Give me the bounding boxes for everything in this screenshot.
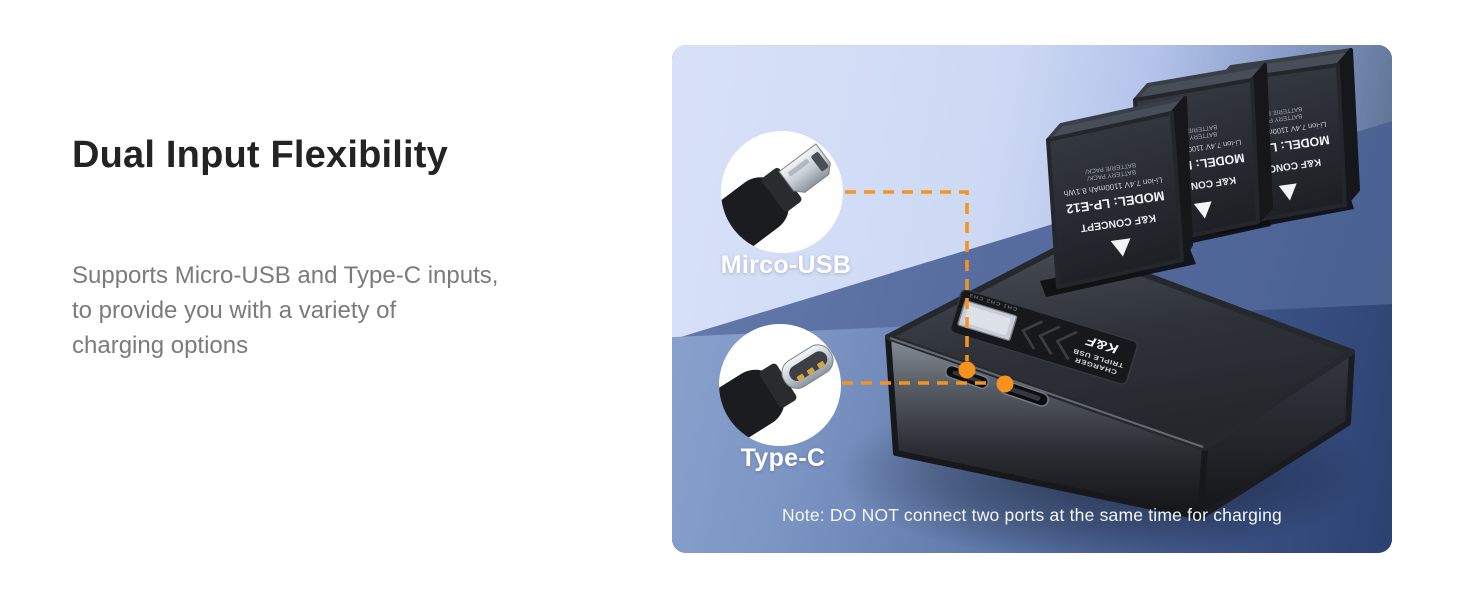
charger-sticker: CHARGER TRIPLE USB K&F CH1 CH2 CH3 xyxy=(949,289,1139,385)
callout-connectors xyxy=(842,190,994,385)
type-c-label: Type-C xyxy=(740,444,826,472)
page-title: Dual Input Flexibility xyxy=(72,134,448,176)
lcd-display xyxy=(957,300,1018,341)
micro-usb-port-dot xyxy=(958,361,976,379)
charger-front-edge-highlight xyxy=(889,337,1204,448)
hero-description-line-3: charging options xyxy=(72,332,249,359)
hero-description: Supports Micro-USB and Type-C inputs, to… xyxy=(72,258,652,363)
type-c-connector-icon xyxy=(719,344,834,446)
type-c-callout xyxy=(719,324,841,446)
battery-orientation-arrow xyxy=(1193,201,1212,219)
charger-body: CHARGER TRIPLE USB K&F CH1 CH2 CH3 xyxy=(885,196,1355,520)
sticker-chevron-pattern xyxy=(1021,320,1078,360)
product-illustration: CHARGER TRIPLE USB K&F CH1 CH2 CH3 xyxy=(719,48,1367,553)
micro-usb-callout xyxy=(721,131,843,253)
hero-description-line-2: to provide you with a variety of xyxy=(72,297,397,324)
micro-usb-connector-icon xyxy=(721,143,831,253)
product-photo-panel: CHARGER TRIPLE USB K&F CH1 CH2 CH3 xyxy=(672,45,1392,553)
battery-1: K&F CONCEPT MODEL: LP-E12 Li-ion 7.4V 11… xyxy=(1046,96,1193,289)
battery-orientation-arrow xyxy=(1278,183,1297,201)
battery-orientation-arrow xyxy=(1110,238,1131,257)
warning-note: Note: DO NOT connect two ports at the sa… xyxy=(782,505,1282,525)
callout-dash-micro-usb xyxy=(845,190,969,361)
micro-usb-label: Mirco-USB xyxy=(720,251,852,279)
hero-description-line-1: Supports Micro-USB and Type-C inputs, xyxy=(72,262,499,289)
type-c-port-dot xyxy=(996,375,1014,393)
